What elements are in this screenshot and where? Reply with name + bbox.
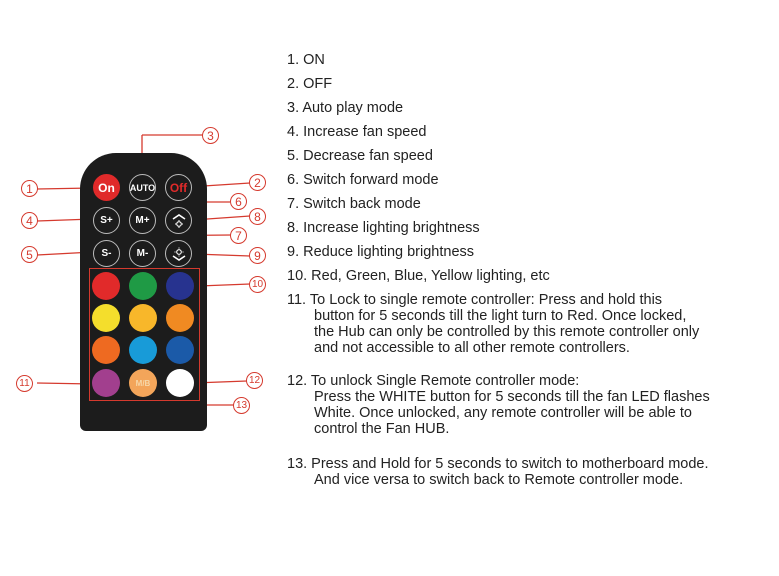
- brightness-up-button[interactable]: [165, 207, 192, 234]
- legend-item-13-line: And vice versa to switch back to Remote …: [314, 472, 684, 488]
- legend-item-12: 12. To unlock Single Remote controller m…: [287, 373, 580, 389]
- callout-2: 2: [249, 174, 266, 191]
- royal-blue-key[interactable]: [166, 336, 194, 364]
- blue-key[interactable]: [166, 272, 194, 300]
- legend-item-11: 11. To Lock to single remote controller:…: [287, 292, 663, 308]
- legend-item-7: 7. Switch back mode: [287, 196, 421, 212]
- amber-key[interactable]: [129, 304, 157, 332]
- callout-13: 13: [233, 397, 250, 414]
- legend-item-5: 5. Decrease fan speed: [287, 148, 433, 164]
- callout-1: 1: [21, 180, 38, 197]
- red-key[interactable]: [92, 272, 120, 300]
- legend-item-6: 6. Switch forward mode: [287, 172, 439, 188]
- legend-item-3: 3. Auto play mode: [287, 100, 404, 116]
- mode-back-button[interactable]: M-: [129, 240, 156, 267]
- brightness-up-icon: [172, 213, 185, 228]
- auto-button[interactable]: AUTO: [129, 174, 156, 201]
- legend-item-9: 9. Reduce lighting brightness: [287, 244, 475, 260]
- legend-item-12-line: Press the WHITE button for 5 seconds til…: [314, 389, 710, 405]
- legend-item-12-line: control the Fan HUB.: [314, 421, 450, 437]
- callout-11: 11: [16, 375, 33, 392]
- legend-item-4: 4. Increase fan speed: [287, 124, 427, 140]
- brightness-down-button[interactable]: [165, 240, 192, 267]
- orange-key[interactable]: [166, 304, 194, 332]
- legend-item-13: 13. Press and Hold for 5 seconds to swit…: [287, 456, 709, 472]
- speed-up-button[interactable]: S+: [93, 207, 120, 234]
- callout-3: 3: [202, 127, 219, 144]
- yellow-key[interactable]: [92, 304, 120, 332]
- legend-item-2: 2. OFF: [287, 76, 333, 92]
- legend-item-8: 8. Increase lighting brightness: [287, 220, 480, 236]
- callout-7: 7: [230, 227, 247, 244]
- lock-purple-key[interactable]: [92, 369, 120, 397]
- callout-9: 9: [249, 247, 266, 264]
- dark-orange-key[interactable]: [92, 336, 120, 364]
- legend-item-11-line: and not accessible to all other remote c…: [314, 340, 630, 356]
- brightness-down-icon: [172, 247, 185, 261]
- off-button[interactable]: Off: [165, 174, 192, 201]
- speed-down-button[interactable]: S-: [93, 240, 120, 267]
- callout-10: 10: [249, 276, 266, 293]
- on-button[interactable]: On: [93, 174, 120, 201]
- legend-item-12-line: White. Once unlocked, any remote control…: [314, 405, 692, 421]
- sky-blue-key[interactable]: [129, 336, 157, 364]
- callout-5: 5: [21, 246, 38, 263]
- legend-item-10: 10. Red, Green, Blue, Yellow lighting, e…: [287, 268, 550, 284]
- callout-6: 6: [230, 193, 247, 210]
- legend-item-11-line: the Hub can only be controlled by this r…: [314, 324, 700, 340]
- motherboard-mode-key[interactable]: M/B: [129, 369, 157, 397]
- legend-item-11-line: button for 5 seconds till the light turn…: [314, 308, 687, 324]
- callout-8: 8: [249, 208, 266, 225]
- callout-4: 4: [21, 212, 38, 229]
- mode-forward-button[interactable]: M+: [129, 207, 156, 234]
- color-keys-frame: [89, 268, 200, 401]
- white-unlock-key[interactable]: [166, 369, 194, 397]
- callout-12: 12: [246, 372, 263, 389]
- legend-item-1: 1. ON: [287, 52, 325, 68]
- green-key[interactable]: [129, 272, 157, 300]
